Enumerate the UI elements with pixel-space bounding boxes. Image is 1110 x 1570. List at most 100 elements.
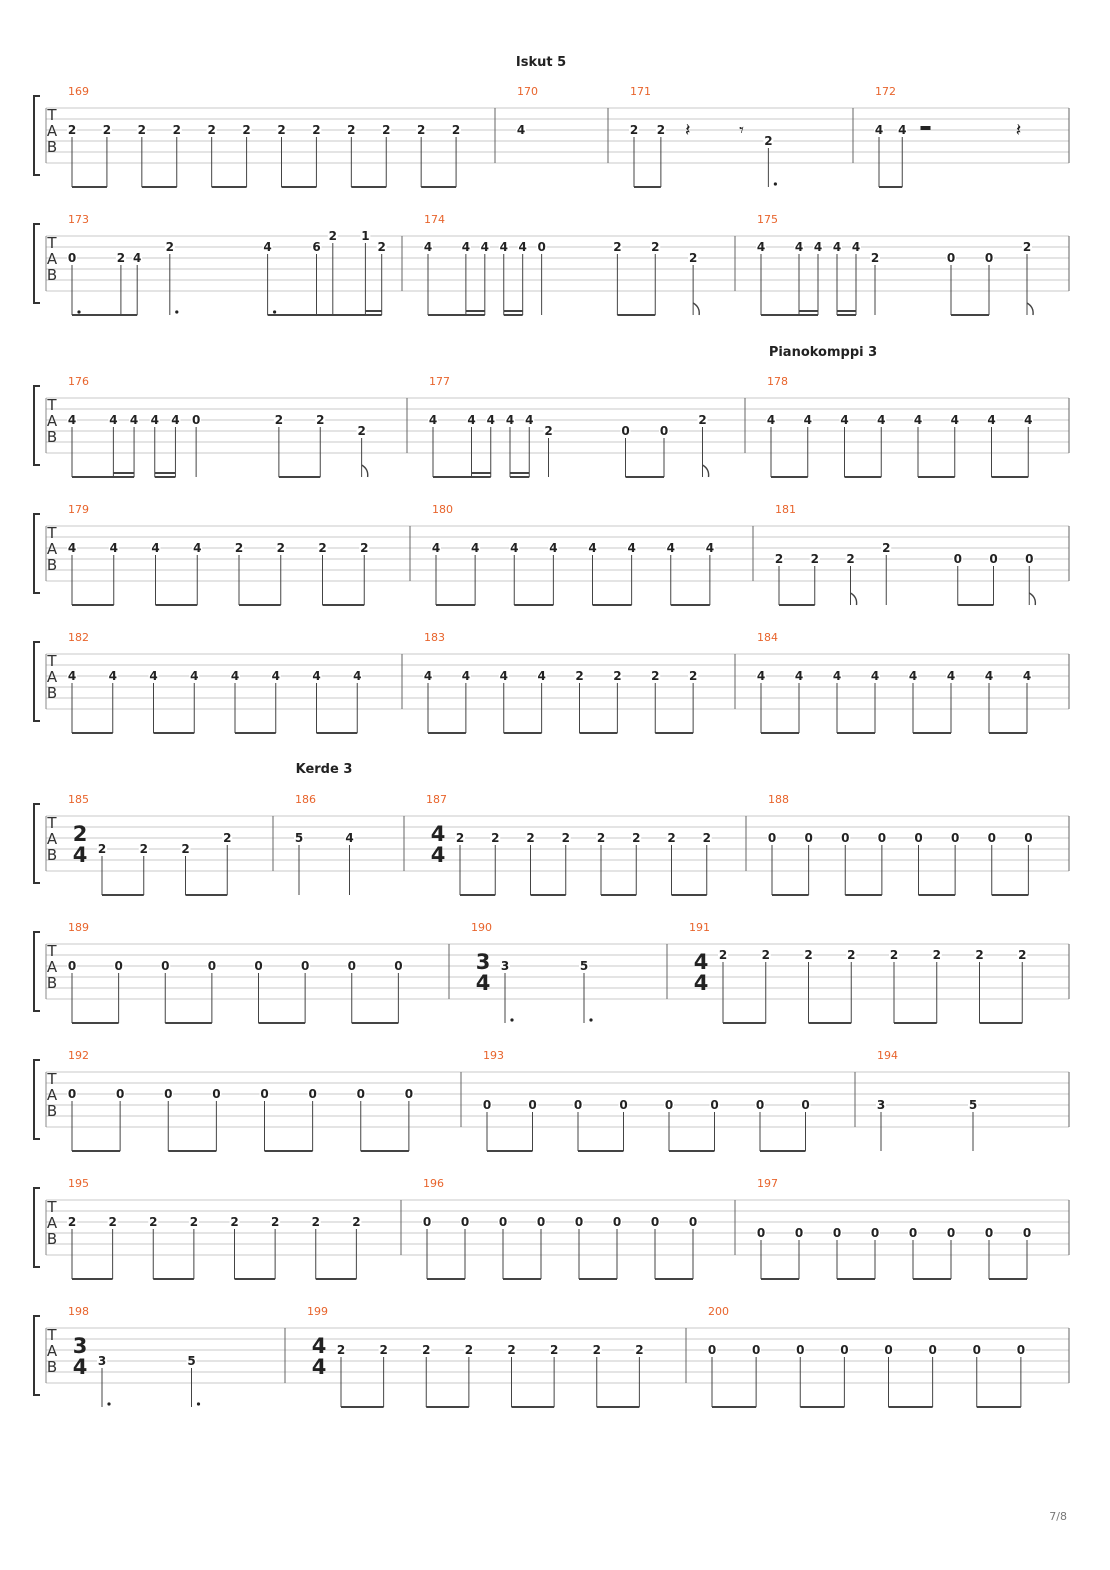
fret-number: 4 — [871, 669, 879, 683]
eighth-rest: 𝄾 — [739, 120, 744, 141]
fret-background — [618, 1099, 629, 1110]
tab-clef-letter: A — [47, 830, 58, 848]
fret-number: 2 — [98, 842, 106, 856]
fret-background — [659, 425, 669, 436]
fret-background — [67, 414, 77, 425]
fret-background — [525, 832, 536, 843]
measure-number: 188 — [768, 793, 789, 806]
fret-number: 1 — [361, 229, 369, 243]
tab-clef-letter: A — [47, 1214, 58, 1232]
fret-number: 4 — [525, 413, 533, 427]
fret-background — [67, 1088, 77, 1099]
fret-number: 0 — [1023, 1226, 1031, 1240]
fret-background — [629, 124, 639, 135]
fret-number: 4 — [898, 123, 906, 137]
fret-number: 0 — [768, 831, 776, 845]
fret-number: 2 — [316, 413, 324, 427]
fret-background — [1015, 1344, 1026, 1355]
fret-number: 4 — [767, 413, 775, 427]
fret-number: 4 — [109, 413, 117, 427]
measure-number: 186 — [295, 793, 316, 806]
fret-background — [206, 124, 217, 135]
fret-background — [666, 832, 677, 843]
fret-background — [870, 1227, 880, 1238]
measure-number: 198 — [68, 1305, 89, 1318]
fret-number: 4 — [627, 541, 635, 555]
fret-background — [115, 1088, 126, 1099]
fret-number: 0 — [461, 1215, 469, 1229]
fret-number: 2 — [657, 123, 665, 137]
fret-background — [626, 542, 637, 553]
fret-number: 2 — [360, 541, 368, 555]
fret-number: 2 — [933, 948, 941, 962]
fret-number: 0 — [756, 1098, 764, 1112]
fret-background — [188, 1216, 199, 1227]
fret-background — [160, 960, 171, 971]
fret-number: 2 — [379, 1343, 387, 1357]
fret-number: 4 — [151, 541, 159, 555]
fret-background — [129, 414, 140, 425]
fret-background — [913, 414, 923, 425]
tab-clef-letter: B — [47, 266, 57, 284]
fret-background — [67, 1216, 77, 1227]
fret-background — [490, 832, 501, 843]
fret-number: 0 — [161, 959, 169, 973]
fret-background — [950, 832, 961, 843]
fret-background — [422, 1216, 432, 1227]
tab-clef-letter: T — [46, 1326, 57, 1344]
fret-number: 4 — [353, 669, 361, 683]
fret-background — [560, 832, 571, 843]
fret-number: 4 — [706, 541, 714, 555]
fret-background — [986, 832, 997, 843]
fret-background — [579, 960, 589, 971]
fret-background — [148, 1216, 159, 1227]
fret-number: 0 — [988, 831, 996, 845]
fret-number: 2 — [630, 123, 638, 137]
fret-background — [688, 1216, 698, 1227]
fret-number: 2 — [811, 552, 819, 566]
fret-background — [767, 832, 777, 843]
fret-background — [697, 414, 708, 425]
fret-background — [460, 670, 471, 681]
fret-number: 0 — [308, 1087, 316, 1101]
rhythm-dot — [273, 310, 277, 314]
fret-background — [451, 124, 462, 135]
fret-number: 0 — [1024, 831, 1032, 845]
fret-background — [222, 832, 233, 843]
fret-background — [294, 832, 304, 843]
time-signature-bottom: 4 — [73, 1355, 88, 1379]
fret-number: 3 — [877, 1098, 885, 1112]
fret-background — [701, 832, 712, 843]
fret-number: 5 — [295, 831, 303, 845]
note-flag — [850, 592, 858, 606]
fret-number: 0 — [621, 424, 629, 438]
fret-number: 4 — [795, 240, 803, 254]
fret-number: 4 — [588, 541, 596, 555]
fret-background — [971, 1344, 982, 1355]
fret-number: 2 — [149, 1215, 157, 1229]
fret-number: 4 — [987, 413, 995, 427]
measure-number: 174 — [424, 213, 445, 226]
fret-number: 4 — [193, 541, 201, 555]
fret-number: 0 — [574, 1098, 582, 1112]
tab-clef-letter: T — [46, 942, 57, 960]
fret-number: 0 — [840, 1343, 848, 1357]
fret-background — [751, 1344, 762, 1355]
fret-background — [67, 670, 77, 681]
fret-number: 2 — [804, 948, 812, 962]
fret-background — [688, 252, 699, 263]
fret-number: 5 — [187, 1354, 195, 1368]
fret-number: 2 — [382, 123, 390, 137]
fret-number: 2 — [613, 240, 621, 254]
measure-number: 194 — [877, 1049, 898, 1062]
fret-number: 4 — [757, 240, 765, 254]
fret-number: 0 — [348, 959, 356, 973]
fret-background — [809, 553, 820, 564]
fret-number: 2 — [230, 1215, 238, 1229]
system-bracket — [33, 641, 40, 722]
fret-background — [949, 414, 960, 425]
tab-clef-letter: B — [47, 684, 57, 702]
section-title-kerde: Kerde 3 — [295, 762, 353, 777]
fret-number: 2 — [1023, 240, 1031, 254]
fret-number: 4 — [462, 669, 470, 683]
